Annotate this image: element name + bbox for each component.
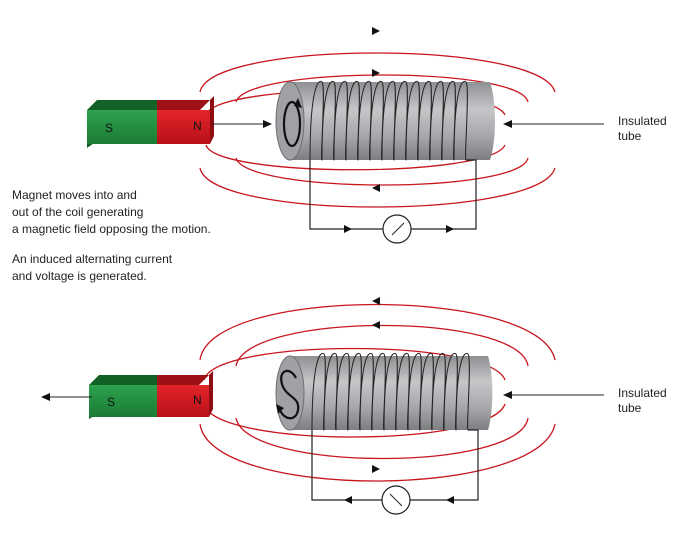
bottom-current-loop-icon — [276, 369, 300, 420]
top-tube-label-line2: tube — [618, 129, 642, 143]
bottom-wire-coil — [311, 352, 470, 431]
top-circuit — [309, 159, 477, 244]
bottom-magnet-north-label: N — [193, 393, 202, 407]
note-line-2: and voltage is generated. — [12, 269, 147, 283]
top-motion-arrow-icon — [212, 120, 272, 128]
bottom-magnet-south-label: S — [107, 395, 115, 409]
bottom-panel: S N Insulated tube — [41, 297, 667, 515]
bottom-motion-arrow-icon — [41, 393, 92, 401]
note-line-1: An induced alternating current — [12, 252, 173, 266]
bottom-bar-magnet: S N — [89, 371, 213, 419]
top-magnet-north-label: N — [193, 119, 202, 133]
top-tube-pointer — [503, 120, 604, 128]
bottom-tube-label-line1: Insulated — [618, 386, 667, 400]
bottom-tube-pointer — [503, 391, 604, 399]
description-line-2: out of the coil generating — [12, 205, 143, 219]
top-tube-label-line1: Insulated — [618, 114, 667, 128]
top-magnet-south-label: S — [105, 121, 113, 135]
description-line-1: Magnet moves into and — [12, 188, 137, 202]
bottom-tube-label-line2: tube — [618, 401, 642, 415]
description-line-3: a magnetic field opposing the motion. — [12, 222, 211, 236]
top-panel: S N Insulated tube Magnet moves into and… — [12, 27, 667, 283]
top-bar-magnet: S N — [87, 96, 214, 148]
top-current-loop-icon — [282, 98, 302, 148]
top-insulated-tube — [275, 81, 496, 161]
top-galvanometer-icon — [382, 214, 412, 244]
bottom-circuit — [311, 429, 479, 515]
top-wire-coil — [309, 80, 468, 161]
